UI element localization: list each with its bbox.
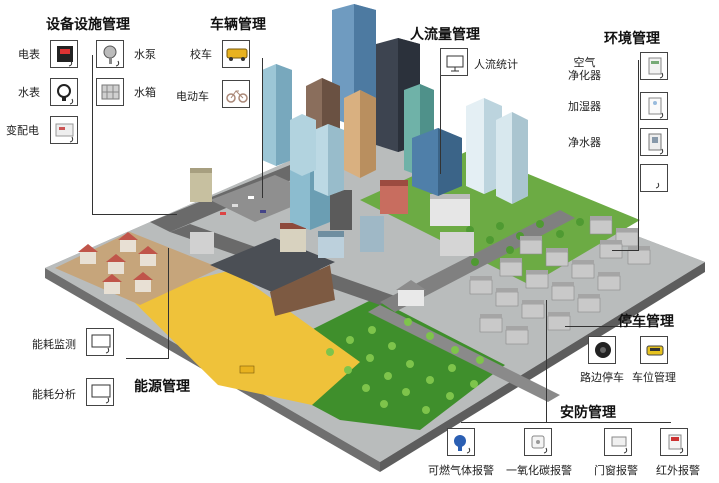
- electric-meter-label: 电表: [18, 48, 40, 61]
- gas-alarm-box[interactable]: [447, 428, 475, 456]
- people-counter-box[interactable]: [440, 48, 468, 76]
- electric-bike-label: 电动车: [176, 90, 209, 103]
- humidifier-box[interactable]: [640, 92, 668, 120]
- infrared-sensor-icon: [668, 434, 684, 454]
- water-meter-icon: [57, 84, 74, 105]
- city-base-side-right: [380, 262, 705, 472]
- road-front: [368, 305, 560, 402]
- people-counter-label: 人流统计: [474, 58, 518, 71]
- infrared-alarm-label: 红外报警: [656, 464, 700, 477]
- industrial-block-2: [270, 265, 335, 316]
- parking-camera-icon: [595, 342, 611, 358]
- gas-alarm-label: 可燃气体报警: [428, 464, 494, 477]
- tree-group: [326, 318, 484, 414]
- roadside-parking-box[interactable]: [588, 336, 616, 364]
- substation-label: 变配电: [6, 124, 39, 137]
- environment-title: 环境管理: [604, 31, 660, 47]
- sand-field: [128, 270, 360, 405]
- residential-houses: [78, 232, 158, 294]
- water-purifier-label: 净水器: [568, 136, 601, 149]
- water-purifier-box[interactable]: [640, 128, 668, 156]
- school-bus-icon: [226, 48, 248, 61]
- mid-buildings: [190, 168, 474, 306]
- energy-title: 能源管理: [134, 379, 190, 395]
- sensor-icon: [655, 182, 660, 189]
- roadside-parking-label: 路边停车: [580, 371, 624, 384]
- parking-title: 停车管理: [618, 314, 674, 330]
- environment-empty-box[interactable]: [640, 164, 668, 192]
- water-tank-box[interactable]: [96, 78, 124, 106]
- air-purifier-label: 空气 净化器: [568, 56, 601, 82]
- water-pump-box[interactable]: [96, 40, 124, 68]
- water-tank-icon: [101, 84, 120, 100]
- electric-bike-icon: [226, 90, 248, 103]
- water-meter-label: 水表: [18, 86, 40, 99]
- co-detector-icon: [531, 435, 548, 454]
- energy-analysis-box[interactable]: [86, 378, 114, 406]
- water-pump-label: 水泵: [134, 48, 156, 61]
- space-management-box[interactable]: [640, 336, 668, 364]
- parking-barrier-icon: [646, 345, 664, 356]
- cars: [220, 196, 266, 215]
- air-purifier-icon: [648, 57, 664, 79]
- people-counter-icon: [446, 55, 464, 72]
- school-bus-label: 校车: [190, 48, 212, 61]
- electric-meter-icon: [57, 46, 73, 67]
- monitor-icon-2: [91, 384, 111, 404]
- infrared-alarm-box[interactable]: [660, 428, 688, 456]
- humidifier-icon: [648, 97, 664, 119]
- security-title: 安防管理: [560, 405, 616, 421]
- electric-meter-box[interactable]: [50, 40, 78, 68]
- energy-monitor-label: 能耗监测: [32, 338, 76, 351]
- monitor-icon: [91, 334, 111, 354]
- gas-detector-icon: [454, 435, 471, 454]
- door-alarm-label: 门窗报警: [594, 464, 638, 477]
- space-management-label: 车位管理: [632, 371, 676, 384]
- air-purifier-label-text: 空气 净化器: [568, 56, 601, 82]
- bus-on-field: [239, 365, 255, 374]
- townhouses: [469, 216, 651, 345]
- water-tank-label: 水箱: [134, 86, 156, 99]
- water-purifier-icon: [648, 133, 664, 155]
- co-alarm-box[interactable]: [524, 428, 552, 456]
- facilities-title: 设备设施管理: [46, 17, 130, 33]
- electric-bike-box[interactable]: [222, 80, 250, 108]
- door-alarm-box[interactable]: [604, 428, 632, 456]
- water-meter-box[interactable]: [50, 78, 78, 106]
- water-pump-icon: [103, 45, 120, 67]
- energy-analysis-label: 能耗分析: [32, 388, 76, 401]
- school-bus-box[interactable]: [222, 40, 250, 68]
- humidifier-label: 加湿器: [568, 100, 601, 113]
- co-alarm-label: 一氧化碳报警: [506, 464, 572, 477]
- door-sensor-icon: [611, 436, 628, 454]
- vehicles-title: 车辆管理: [210, 17, 266, 33]
- towers: [262, 4, 528, 230]
- energy-monitor-box[interactable]: [86, 328, 114, 356]
- substation-box[interactable]: [50, 116, 78, 144]
- people-title: 人流量管理: [410, 27, 480, 43]
- air-purifier-box[interactable]: [640, 52, 668, 80]
- residential-lot: [55, 232, 220, 305]
- substation-icon: [55, 123, 74, 143]
